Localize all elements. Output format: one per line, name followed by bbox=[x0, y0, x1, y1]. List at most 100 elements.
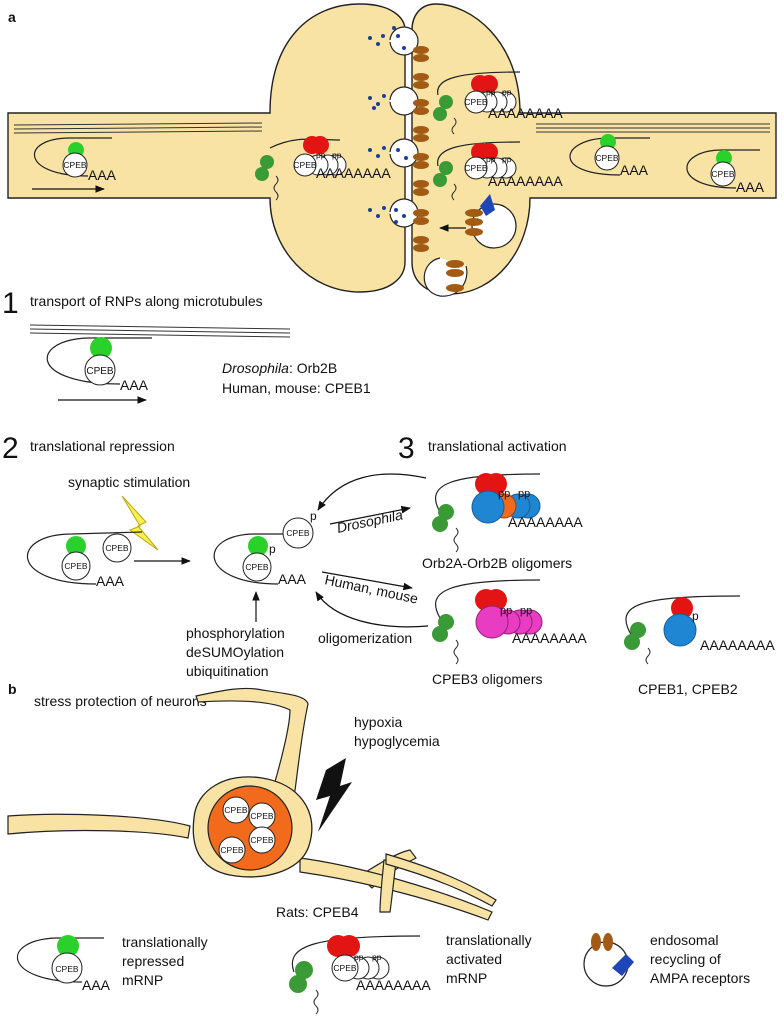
cpeb-label: CPEB bbox=[105, 543, 128, 553]
cpeb-label: CPEB bbox=[245, 562, 268, 572]
legend-repressed-mrnp: CPEB AAA translationally repressed mRNP bbox=[16, 934, 208, 993]
polya-long-tail: AAAAAAAA bbox=[700, 637, 775, 653]
polya-tail: AAA bbox=[120, 377, 149, 393]
legend-endosome: endosomal recycling of AMPA receptors bbox=[583, 932, 750, 987]
mod-ubiquitination: ubiquitination bbox=[186, 663, 269, 679]
panel-b-label: b bbox=[8, 681, 17, 697]
synaptic-vesicles bbox=[389, 26, 419, 228]
cpeb-label: CPEB bbox=[63, 160, 86, 170]
section-1-number: 1 bbox=[2, 287, 19, 320]
phospho-label: pp bbox=[502, 154, 512, 164]
cpeb-label: CPEB bbox=[293, 160, 316, 170]
oligomerization-label: oligomerization bbox=[318, 630, 412, 646]
polya-long-tail: AAAAAAAA bbox=[512, 630, 587, 646]
stress-hypoglycemia: hypoglycemia bbox=[354, 733, 440, 749]
lightning-bolt-stimulation-icon bbox=[121, 495, 159, 551]
cpeb-label: CPEB bbox=[286, 528, 309, 538]
phospho-label: pp bbox=[316, 150, 326, 160]
microtubules-right bbox=[536, 123, 770, 133]
mrnp-activated-spine-1: CPEB pp pp AAAAAAAA bbox=[433, 71, 563, 135]
phospho-label: p bbox=[269, 542, 276, 556]
phospho-label: p bbox=[310, 509, 317, 523]
cpeb-label: CPEB bbox=[333, 963, 356, 973]
mrnp-activated-spine-2: CPEB pp pp AAAAAAAA bbox=[433, 141, 563, 201]
cpeb-label: CPEB bbox=[55, 964, 78, 974]
path-human-mouse-label: Human, mouse bbox=[323, 571, 419, 606]
phospho-label: p bbox=[692, 609, 699, 623]
phospho-label: pp bbox=[502, 87, 512, 97]
legend-endosomal-line3: AMPA receptors bbox=[650, 970, 750, 986]
mrnp-repressed-dendrite-right-1: CPEB AAA bbox=[569, 134, 650, 178]
phospho-label: pp bbox=[372, 952, 382, 962]
cpeb-label: CPEB bbox=[464, 163, 487, 173]
polya-long-tail: AAAAAAAA bbox=[316, 165, 391, 181]
cpeb-label: CPEB bbox=[250, 811, 273, 821]
mrnp-activated-presynaptic: CPEB pp pp AAAAAAAA bbox=[255, 136, 391, 201]
cpeb-label: CPEB bbox=[250, 835, 273, 845]
endocytic-pit bbox=[423, 257, 468, 297]
phospho-label: pp bbox=[354, 952, 364, 962]
reversal-arrow-drosophila bbox=[317, 473, 427, 511]
legend-repressed-line3: mRNP bbox=[122, 972, 163, 988]
phospho-label: pp bbox=[332, 150, 342, 160]
cpeb3-caption: CPEB3 oligomers bbox=[432, 671, 543, 687]
stress-hypoxia: hypoxia bbox=[354, 714, 402, 730]
mrnp-repressed-section-2: CPEB CPEB AAA bbox=[26, 531, 191, 589]
polya-long-tail: AAAAAAAA bbox=[488, 105, 563, 121]
polya-tail: AAA bbox=[96, 573, 125, 589]
mrnp-repressed-dendrite-left: CPEB AAA bbox=[32, 137, 117, 193]
reversal-arrow-human bbox=[315, 591, 429, 628]
microtubules-left bbox=[13, 122, 263, 134]
phospho-label: pp bbox=[498, 488, 510, 500]
legend-activated-mrnp: CPEB pp pp AAAAAAAA translationally acti… bbox=[289, 932, 532, 1015]
phospho-label: pp bbox=[518, 488, 530, 500]
section-2-title: translational repression bbox=[30, 438, 175, 454]
mrnp-repressed-dendrite-right-2: CPEB AAA bbox=[686, 149, 765, 195]
mrnp-transport-example: CPEB AAA bbox=[46, 337, 152, 404]
legend-repressed-line1: translationally bbox=[122, 934, 208, 950]
cpeb12-caption: CPEB1, CPEB2 bbox=[638, 681, 738, 697]
polya-long-tail: AAAAAAAA bbox=[356, 977, 431, 993]
section-3-number: 3 bbox=[398, 432, 415, 465]
rats-cpeb4-label: Rats: CPEB4 bbox=[276, 904, 359, 920]
neurotransmitter-dots bbox=[368, 26, 408, 224]
cpeb-label: CPEB bbox=[64, 561, 87, 571]
cpeb-label: CPEB bbox=[220, 845, 243, 855]
mod-phosphorylation: phosphorylation bbox=[186, 625, 285, 641]
postsynaptic-spine bbox=[411, 3, 777, 295]
legend-activated-line1: translationally bbox=[446, 932, 532, 948]
phospho-label: pp bbox=[520, 605, 532, 617]
panel-a-label: a bbox=[8, 9, 16, 25]
legend-repressed-line2: repressed bbox=[122, 953, 184, 969]
lightning-bolt-stress-icon bbox=[316, 758, 352, 832]
stimulus-label: synaptic stimulation bbox=[68, 474, 190, 490]
mrnp-phosphorylated-intermediate: CPEB p CPEB p AAA bbox=[213, 509, 317, 587]
mod-desumoylation: deSUMOylation bbox=[186, 644, 284, 660]
legend-activated-line3: mRNP bbox=[446, 970, 487, 986]
mrnp-cpeb3-oligomer: pp pp AAAAAAAA CPEB3 oligomers bbox=[432, 579, 587, 687]
polya-tail: AAA bbox=[278, 571, 307, 587]
polya-long-tail: AAAAAAAA bbox=[488, 173, 563, 189]
neuron: CPEB CPEB CPEB CPEB bbox=[7, 687, 497, 921]
presynaptic-terminal bbox=[7, 3, 406, 293]
section-1-title: transport of RNPs along microtubules bbox=[30, 293, 263, 309]
mrnp-cpeb1-cpeb2: p AAAAAAAA CPEB1, CPEB2 bbox=[624, 595, 775, 697]
legend-activated-line2: activated bbox=[446, 951, 502, 967]
endosome-spine bbox=[439, 194, 517, 249]
species-human-mouse: Human, mouse: CPEB1 bbox=[222, 380, 371, 396]
phospho-label: pp bbox=[486, 87, 496, 97]
cpeb-label: CPEB bbox=[464, 97, 487, 107]
section-2-number: 2 bbox=[2, 432, 19, 465]
polya-long-tail: AAAAAAAA bbox=[508, 514, 583, 530]
mrnp-orb2-oligomer: pp pp AAAAAAAA Orb2A-Orb2B oligomers bbox=[422, 473, 583, 571]
polya-tail: AAA bbox=[736, 179, 765, 195]
polya-tail: AAA bbox=[620, 162, 649, 178]
ampa-receptors-membrane bbox=[413, 46, 429, 252]
arrow-human-mouse bbox=[321, 571, 413, 591]
microtubules-section-1 bbox=[29, 324, 291, 338]
arrow-drosophila bbox=[329, 505, 411, 525]
phospho-label: pp bbox=[486, 154, 496, 164]
phospho-label: pp bbox=[500, 605, 512, 617]
section-3-title: translational activation bbox=[428, 438, 567, 454]
